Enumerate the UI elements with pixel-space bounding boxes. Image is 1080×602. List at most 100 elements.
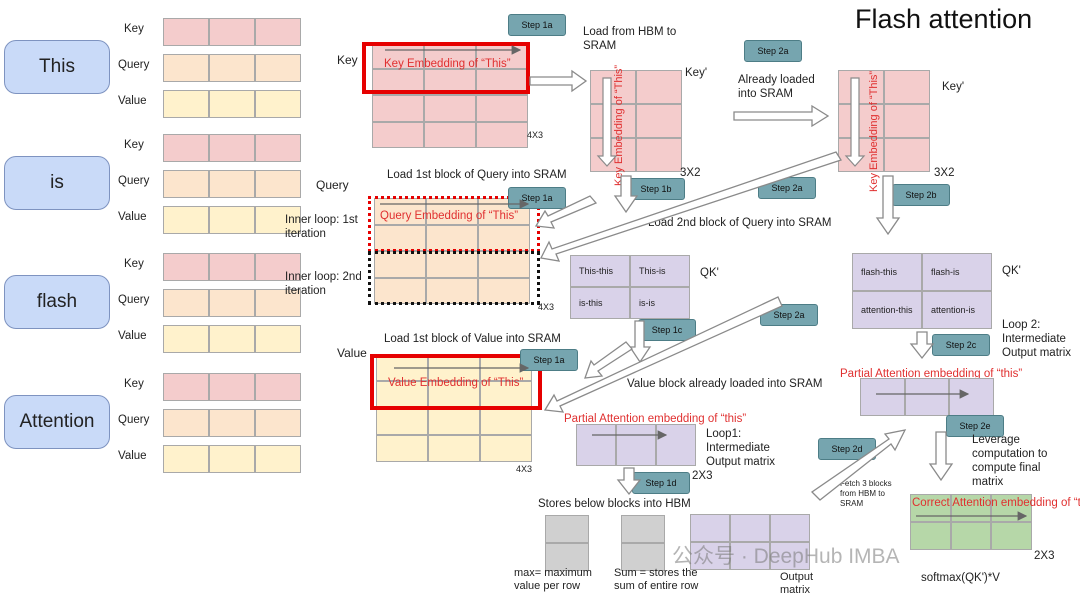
key-embedding-row [163, 253, 301, 281]
embedding-cell [209, 289, 255, 317]
softmax-label: softmax(QK')*V [921, 572, 1000, 584]
value-matrix-label: Value [337, 346, 367, 360]
query-dim-label: 4X3 [538, 302, 555, 312]
arrow-qk-to-value [584, 341, 633, 379]
arrow-keyprime-vertical-2 [844, 77, 866, 167]
embedding-cell [163, 253, 209, 281]
fetch-text: Fetch 3 blocks from HBM to SRAM [840, 479, 892, 508]
arrow-value2 [543, 296, 783, 413]
value-embedding-row [163, 90, 301, 118]
key-prime-dim-2: 3X2 [934, 167, 955, 179]
loop2-text: Loop 2: Intermediate Output matrix [1002, 319, 1072, 359]
key-embedding-row [163, 373, 301, 401]
embedding-cell [209, 134, 255, 162]
inner-loop-1-text: Inner loop: 1st iteration [285, 214, 358, 240]
qk-cell: This-is [630, 255, 690, 287]
value-row-label: Value [118, 330, 147, 342]
key-prime-label-2: Key' [942, 81, 965, 93]
arrow-keyprime2-down [875, 175, 901, 236]
value-row-label: Value [118, 95, 147, 107]
page-title: Flash attention [855, 4, 1033, 34]
qk-cell: flash-is [922, 253, 992, 291]
max-text: max= maximum value per row [514, 567, 592, 592]
query-row-label: Query [118, 175, 150, 187]
value-embedding-row [163, 206, 301, 234]
embedding-cell [255, 90, 301, 118]
value-dim-label: 4X3 [516, 464, 533, 474]
qk-cell: attention-this [852, 291, 922, 329]
embedding-cell [163, 18, 209, 46]
value-embedding-row [163, 325, 301, 353]
embedding-cell [255, 206, 301, 234]
partial-attention-label-2: Partial Attention embedding of “this” [840, 368, 1023, 380]
embedding-cell [163, 90, 209, 118]
leverage-text: Leverage computation to compute final ma… [972, 434, 1048, 488]
arrow-loop1-down [616, 467, 642, 496]
query-embedding-row [163, 409, 301, 437]
embedding-cell [209, 206, 255, 234]
embedding-cell [255, 325, 301, 353]
word-box: flash [4, 275, 110, 329]
word-box: This [4, 40, 110, 94]
key-matrix-label: Key [337, 53, 358, 67]
query-row-label: Query [118, 59, 150, 71]
embedding-cell [163, 54, 209, 82]
qk-label-1: QK' [700, 267, 719, 279]
qk-block-2: flash-this flash-is attention-this atten… [852, 253, 992, 329]
partial-output-1 [576, 424, 696, 466]
embedding-cell [255, 18, 301, 46]
query-embedding-row [163, 289, 301, 317]
embedding-cell [255, 373, 301, 401]
query-row-label: Query [118, 294, 150, 306]
embedding-cell [209, 170, 255, 198]
embedding-cell [255, 134, 301, 162]
query-row-label: Query [118, 414, 150, 426]
embedding-cell [163, 409, 209, 437]
embedding-cell [163, 445, 209, 473]
arrow-keyprime-to-keyprime2 [733, 104, 830, 128]
sum-text: Sum = stores the sum of entire row [614, 567, 699, 592]
query-embedding-row [163, 54, 301, 82]
already-loaded-text: Already loaded into SRAM [738, 74, 815, 100]
max-block [545, 515, 589, 571]
embedding-cell [209, 18, 255, 46]
output-matrix-block [690, 514, 810, 570]
inner-loop-2-text: Inner loop: 2nd iteration [285, 271, 362, 297]
final-output-matrix [910, 494, 1032, 550]
loop1-dim: 2X3 [692, 470, 713, 482]
key-prime-label-1: Key' [685, 67, 708, 79]
qk-cell: flash-this [852, 253, 922, 291]
arrow-qk-down [628, 320, 652, 364]
key-transpose-block-1 [590, 70, 682, 172]
step-1a-badge-value: Step 1a [520, 349, 578, 371]
stores-text: Stores below blocks into HBM [538, 498, 691, 510]
key-transpose-block-2 [838, 70, 930, 172]
word-box: Attention [4, 395, 110, 449]
word-box: is [4, 156, 110, 210]
key-row-label: Key [124, 23, 144, 35]
final-dim: 2X3 [1034, 550, 1055, 562]
key-row-label: Key [124, 258, 144, 270]
load-query-2-text: Load 2nd block of Query into SRAM [648, 217, 832, 229]
step-1b-badge: Step 1b [627, 178, 685, 200]
loop1-text: Loop1: Intermediate Output matrix [706, 428, 776, 468]
arrow-keyprime2-to-query2 [540, 151, 842, 262]
qk-cell: attention-is [922, 291, 992, 329]
load-value-text: Load 1st block of Value into SRAM [384, 333, 561, 345]
embedding-cell [163, 134, 209, 162]
query-matrix-label: Query [316, 178, 349, 192]
arrow-key-to-query [534, 195, 598, 229]
query-embedding-row [163, 170, 301, 198]
sum-block [621, 515, 665, 571]
qk-label-2: QK' [1002, 265, 1021, 277]
arrow-keyprime-vertical-1 [596, 77, 618, 167]
key-embedding-row [163, 18, 301, 46]
step-1d-badge: Step 1d [632, 472, 690, 494]
arrow-key-to-keyprime [529, 69, 588, 93]
embedding-cell [163, 373, 209, 401]
value-block-highlight [370, 354, 542, 410]
embedding-cell [255, 253, 301, 281]
arrow-final-down [928, 431, 954, 482]
embedding-cell [255, 289, 301, 317]
